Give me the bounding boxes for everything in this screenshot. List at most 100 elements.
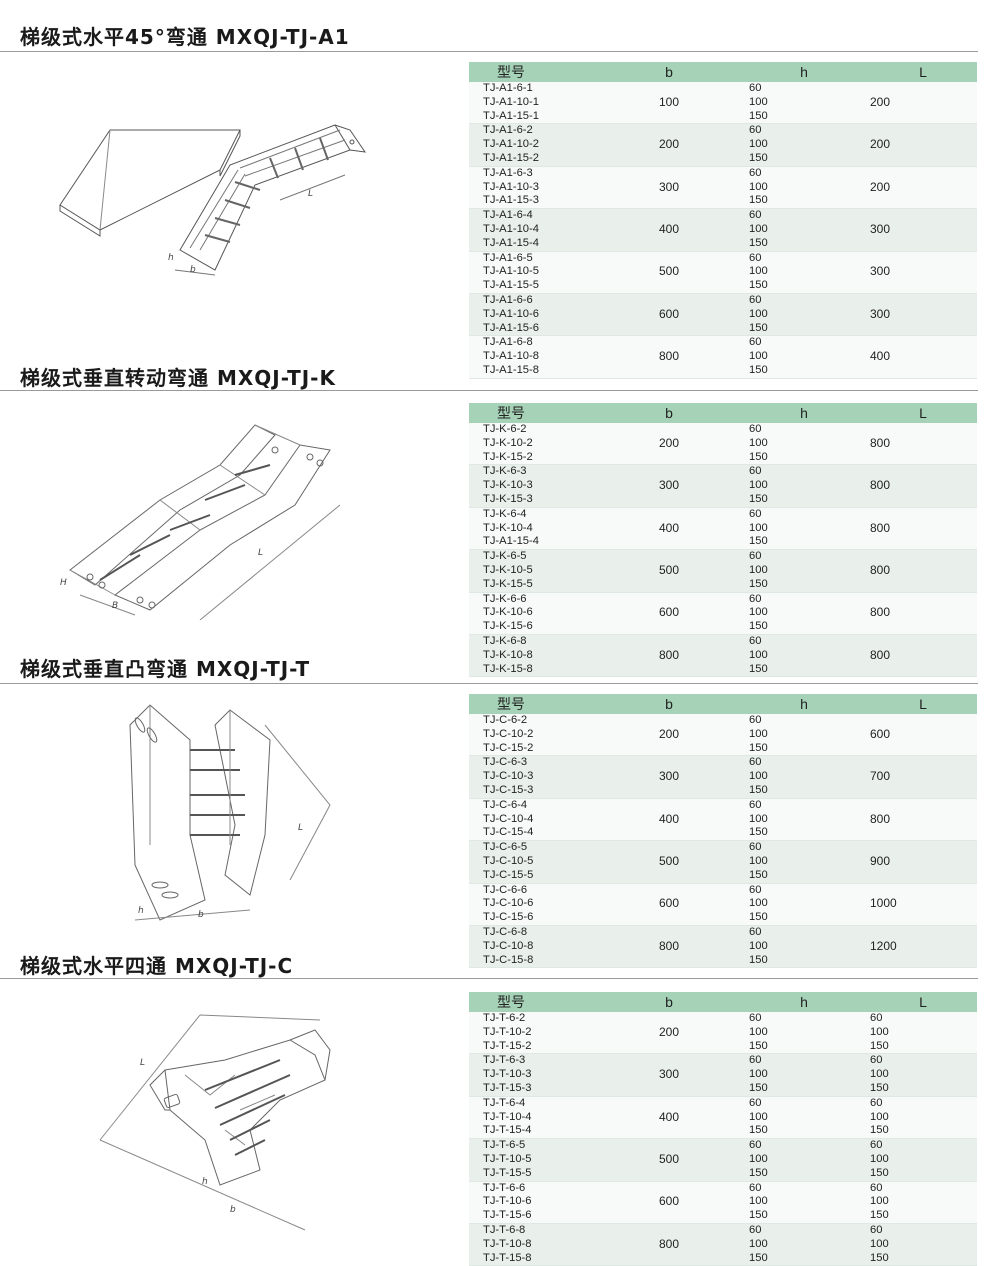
header-h: h — [739, 62, 869, 82]
h-value: 100 — [749, 479, 768, 492]
b-value: 300 — [599, 1053, 739, 1097]
dimension-label-L: L — [140, 1058, 145, 1068]
header-h: h — [739, 992, 869, 1012]
b-value: 400 — [599, 798, 739, 842]
model-code: TJ-C-6-5 — [483, 841, 528, 854]
h-value: 60 — [749, 883, 762, 896]
h-value: 100 — [749, 606, 768, 619]
header-L: L — [869, 403, 977, 423]
model-code: TJ-A1-10-2 — [483, 138, 539, 151]
L-value: 800 — [869, 423, 977, 466]
h-value: 150 — [749, 783, 768, 796]
header-h: h — [739, 403, 869, 423]
header-b: b — [599, 992, 739, 1012]
h-value: 60 — [749, 1223, 762, 1236]
ladder-tray-vertical-rotating-elbow-drawing: L B H — [40, 405, 370, 620]
L-value: 150 — [870, 1251, 889, 1264]
L-value: 200 — [869, 82, 977, 125]
L-value: 1200 — [869, 925, 977, 969]
h-value: 60 — [749, 82, 762, 94]
h-value: 100 — [749, 1025, 768, 1038]
h-value: 150 — [749, 868, 768, 881]
model-code: TJ-T-10-8 — [483, 1237, 532, 1250]
h-value: 60 — [749, 550, 762, 563]
L-value: 800 — [869, 549, 977, 593]
b-value: 200 — [599, 1012, 739, 1055]
b-value: 300 — [599, 464, 739, 508]
model-code: TJ-K-15-6 — [483, 620, 533, 633]
h-value: 150 — [749, 194, 768, 207]
model-code: TJ-K-10-2 — [483, 436, 533, 449]
h-value: 100 — [749, 770, 768, 783]
h-value: 150 — [749, 1081, 768, 1094]
h-value: 100 — [749, 1068, 768, 1081]
h-value: 150 — [749, 1251, 768, 1264]
b-value: 200 — [599, 714, 739, 757]
header-model: 型号 — [469, 694, 599, 714]
h-value: 100 — [749, 307, 768, 320]
b-value: 500 — [599, 840, 739, 884]
h-value: 100 — [749, 436, 768, 449]
h-value: 100 — [749, 95, 768, 108]
L-value: 200 — [869, 166, 977, 210]
model-code: TJ-A1-6-3 — [483, 166, 533, 179]
dimension-label-h: h — [168, 253, 174, 263]
h-value: 150 — [749, 826, 768, 839]
h-value: 150 — [749, 911, 768, 924]
model-code: TJ-A1-10-1 — [483, 95, 539, 108]
header-model: 型号 — [469, 62, 599, 82]
dimension-label-b: b — [198, 910, 204, 920]
L-value: 150 — [870, 1039, 889, 1052]
b-value: 100 — [599, 82, 739, 125]
model-code: TJ-C-15-6 — [483, 911, 534, 924]
h-value: 100 — [749, 265, 768, 278]
L-value: 800 — [869, 798, 977, 842]
section-title: 梯级式垂直凸弯通 MXQJ-TJ-T — [20, 657, 311, 681]
b-value: 800 — [599, 925, 739, 969]
L-value: 60 — [870, 1181, 883, 1194]
model-code: TJ-A1-6-8 — [483, 336, 533, 349]
h-value: 150 — [749, 1124, 768, 1137]
h-value: 60 — [749, 1181, 762, 1194]
header-L: L — [869, 992, 977, 1012]
L-value: 100 — [870, 1068, 889, 1081]
h-value: 100 — [749, 350, 768, 363]
h-value: 150 — [749, 450, 768, 463]
L-value: 60 — [870, 1096, 883, 1109]
model-code: TJ-A1-6-2 — [483, 124, 533, 137]
model-code: TJ-K-15-5 — [483, 577, 533, 590]
h-value: 150 — [749, 620, 768, 633]
model-code: TJ-A1-10-8 — [483, 350, 539, 363]
h-value: 100 — [749, 563, 768, 576]
table-header-row: 型号 b h L — [469, 694, 977, 714]
model-code: TJ-T-10-5 — [483, 1152, 532, 1165]
h-value: 150 — [749, 662, 768, 675]
model-code: TJ-A1-10-3 — [483, 180, 539, 193]
b-value: 300 — [599, 755, 739, 799]
h-value: 60 — [749, 209, 762, 222]
model-code: TJ-K-10-4 — [483, 521, 533, 534]
model-code: TJ-A1-6-1 — [483, 82, 533, 94]
model-code: TJ-C-6-6 — [483, 883, 528, 896]
model-code: TJ-T-15-6 — [483, 1209, 532, 1222]
h-value: 150 — [749, 953, 768, 966]
header-b: b — [599, 62, 739, 82]
model-code: TJ-A1-10-4 — [483, 222, 539, 235]
L-value: 800 — [869, 634, 977, 678]
h-value: 150 — [749, 1039, 768, 1052]
L-value: 100 — [870, 1110, 889, 1123]
b-value: 600 — [599, 883, 739, 926]
section-title: 梯级式水平四通 MXQJ-TJ-C — [20, 954, 294, 978]
h-value: 100 — [749, 1152, 768, 1165]
section-divider — [0, 683, 978, 684]
h-value: 60 — [749, 124, 762, 137]
